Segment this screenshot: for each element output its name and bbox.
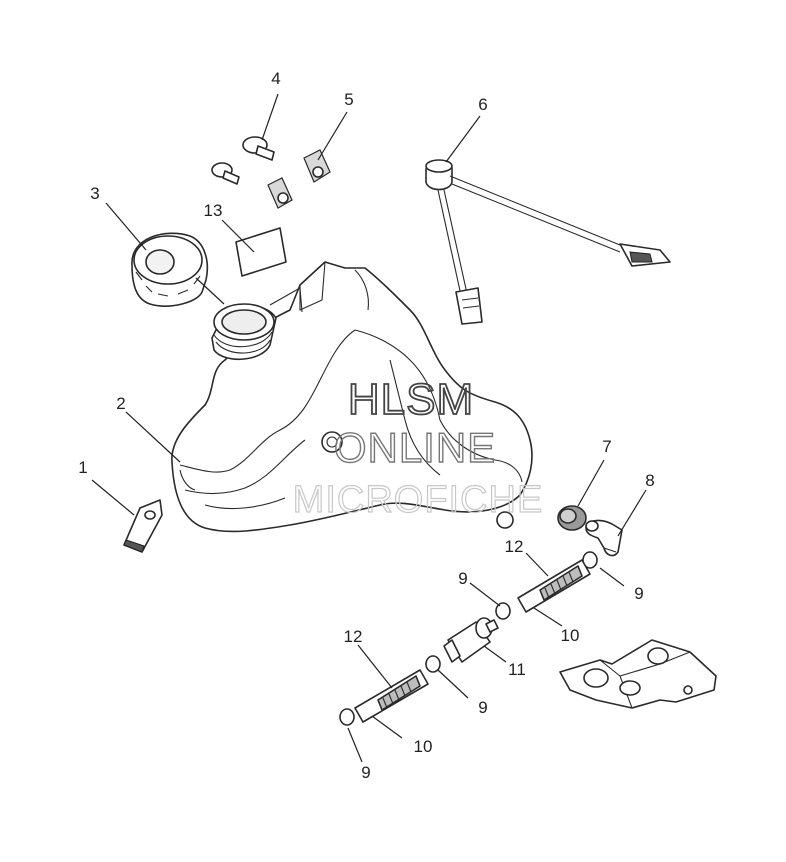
callout-3: 3	[90, 184, 99, 203]
part-1-bracket	[123, 499, 163, 553]
part-8-elbow-fitting	[585, 519, 623, 557]
watermark: HLSM ONLINE MICROFICHE	[292, 374, 544, 522]
part-10-12-hose-upper	[517, 559, 591, 613]
callout-10b: 10	[414, 737, 433, 756]
part-4-bolts	[211, 136, 275, 185]
callout-1: 1	[78, 458, 87, 477]
leader-lines	[91, 93, 647, 763]
watermark-line-3: MICROFICHE	[293, 479, 544, 521]
callout-10a: 10	[561, 626, 580, 645]
part-5-clip-nuts	[267, 149, 331, 209]
part-2-fuel-tank	[171, 261, 533, 533]
callout-9a: 9	[458, 569, 467, 588]
part-13-label	[235, 227, 287, 277]
part-3-filler-cap	[131, 232, 209, 307]
callout-2: 2	[116, 394, 125, 413]
callout-12a: 12	[505, 537, 524, 556]
part-6-fuel-sender	[425, 159, 671, 325]
callout-9d: 9	[361, 763, 370, 782]
callout-12b: 12	[344, 627, 363, 646]
inset-mounting-plates	[559, 639, 717, 709]
part-11-fuel-filter	[443, 617, 499, 663]
watermark-line-1: HLSM	[348, 375, 474, 424]
callout-11: 11	[508, 660, 526, 679]
callout-13: 13	[204, 201, 223, 220]
part-10-12-hose-lower	[354, 669, 429, 723]
callout-7: 7	[602, 437, 611, 456]
callout-9c: 9	[478, 698, 487, 717]
callout-4: 4	[271, 69, 280, 88]
watermark-line-2: ONLINE	[334, 424, 496, 471]
callout-numbers: 4 5 6 3 13 2 1 7 8 12 9 9 10 12 11 9 10 …	[78, 69, 654, 782]
callout-5: 5	[344, 90, 353, 109]
part-9-clamps	[339, 551, 598, 726]
callout-9b: 9	[634, 584, 643, 603]
callout-6: 6	[478, 95, 487, 114]
part-7-grommet	[557, 505, 587, 531]
callout-8: 8	[645, 471, 654, 490]
